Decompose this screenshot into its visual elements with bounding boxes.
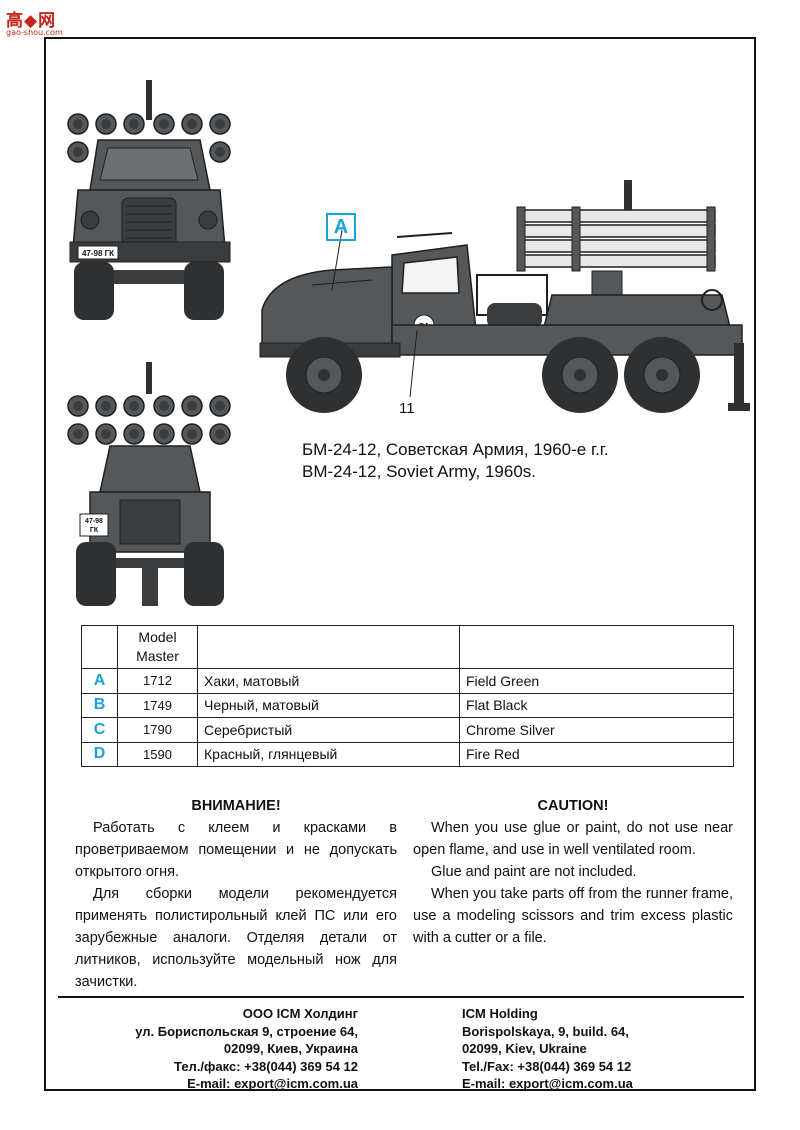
company-name-ru: ООО ICM Холдинг (242, 1006, 358, 1021)
table-row: C 1790 Серебристый Chrome Silver (81, 717, 734, 743)
watermark-logo: 高◆网 (6, 11, 57, 31)
color-name-en: Field Green (459, 668, 734, 694)
phone-en: Tel./Fax: +38(044) 369 54 12 (462, 1058, 632, 1074)
email-ru: E-mail: export@icm.com.ua (187, 1076, 358, 1091)
color-letter: D (81, 741, 118, 767)
email-en: E-mail: export@icm.com.ua (462, 1076, 633, 1091)
color-name-ru: Хаки, матовый (197, 668, 460, 694)
caption-russian: БМ-24-12, Советская Армия, 1960-е г.г. (302, 440, 609, 459)
address-russian: ООО ICM Холдинг ул. Бориспольская 9, стр… (100, 1005, 358, 1093)
phone-ru: Тел./факс: +38(044) 369 54 12 (174, 1058, 358, 1074)
color-code: 1590 (117, 741, 198, 767)
city-ru: 02099, Киев, Украина (223, 1041, 358, 1056)
table-row: D 1590 Красный, глянцевый Fire Red (81, 741, 734, 767)
truck-rear-view-drawing: 47-98 ГК (67, 362, 231, 606)
color-code: 1790 (117, 717, 198, 743)
color-name-en: Fire Red (459, 741, 734, 767)
color-letter: C (81, 717, 118, 743)
caption-english: BM-24-12, Soviet Army, 1960s. (302, 462, 537, 481)
watermark: 高◆网 gao-shou.com (6, 6, 76, 42)
warning-english: CAUTION! When you use glue or paint, do … (413, 795, 733, 949)
color-letter: B (81, 692, 118, 718)
street-en: Borispolskaya, 9, build. 64, (462, 1023, 629, 1039)
brand-header: Model Master (117, 625, 198, 669)
address-english: ICM Holding Borispolskaya, 9, build. 64,… (462, 1005, 722, 1093)
warning-russian: ВНИМАНИЕ! Работать с клеем и красками в … (75, 795, 397, 993)
table-row: A 1712 Хаки, матовый Field Green (81, 668, 734, 694)
color-name-ru: Красный, глянцевый (197, 741, 460, 767)
rear-plate-line1: 47-98 (85, 518, 103, 525)
truck-front-view-drawing: 47-98 ГК (67, 80, 231, 320)
warning-en-paragraph-1: When you use glue or paint, do not use n… (413, 820, 733, 858)
warning-en-paragraph-3: When you take parts off from the runner … (413, 886, 733, 946)
rear-plate-line2: ГК (90, 527, 99, 534)
color-callout-a: A (326, 213, 356, 241)
watermark-url: gao-shou.com (6, 28, 63, 37)
color-name-ru: Черный, матовый (197, 692, 460, 718)
front-plate-text: 47-98 ГК (82, 249, 114, 258)
color-code: 1749 (117, 692, 198, 718)
truck-side-view-drawing: СА (259, 180, 750, 413)
warning-title-en: CAUTION! (537, 798, 609, 814)
warning-title-ru: ВНИМАНИЕ! (191, 798, 281, 814)
color-letter: A (81, 668, 118, 694)
footer-divider (58, 996, 744, 998)
decal-callout-number: 11 (399, 400, 415, 417)
paint-color-table: Model Master A 1712 Хаки, матовый Field … (81, 625, 734, 767)
table-row: B 1749 Черный, матовый Flat Black (81, 692, 734, 718)
warning-en-paragraph-2: Glue and paint are not included. (431, 864, 637, 880)
company-name-en: ICM Holding (462, 1006, 538, 1021)
color-name-en: Chrome Silver (459, 717, 734, 743)
warning-ru-paragraph-2: Для сборки модели рекомендуется применят… (75, 886, 397, 990)
street-ru: ул. Бориспольская 9, строение 64, (135, 1023, 358, 1039)
color-name-en: Flat Black (459, 692, 734, 718)
color-code: 1712 (117, 668, 198, 694)
table-header-row: Model Master (81, 625, 734, 669)
page-frame (44, 37, 756, 1091)
warning-ru-paragraph-1: Работать с клеем и красками в проветрива… (75, 820, 397, 880)
city-en: 02099, Kiev, Ukraine (462, 1041, 587, 1056)
color-name-ru: Серебристый (197, 717, 460, 743)
